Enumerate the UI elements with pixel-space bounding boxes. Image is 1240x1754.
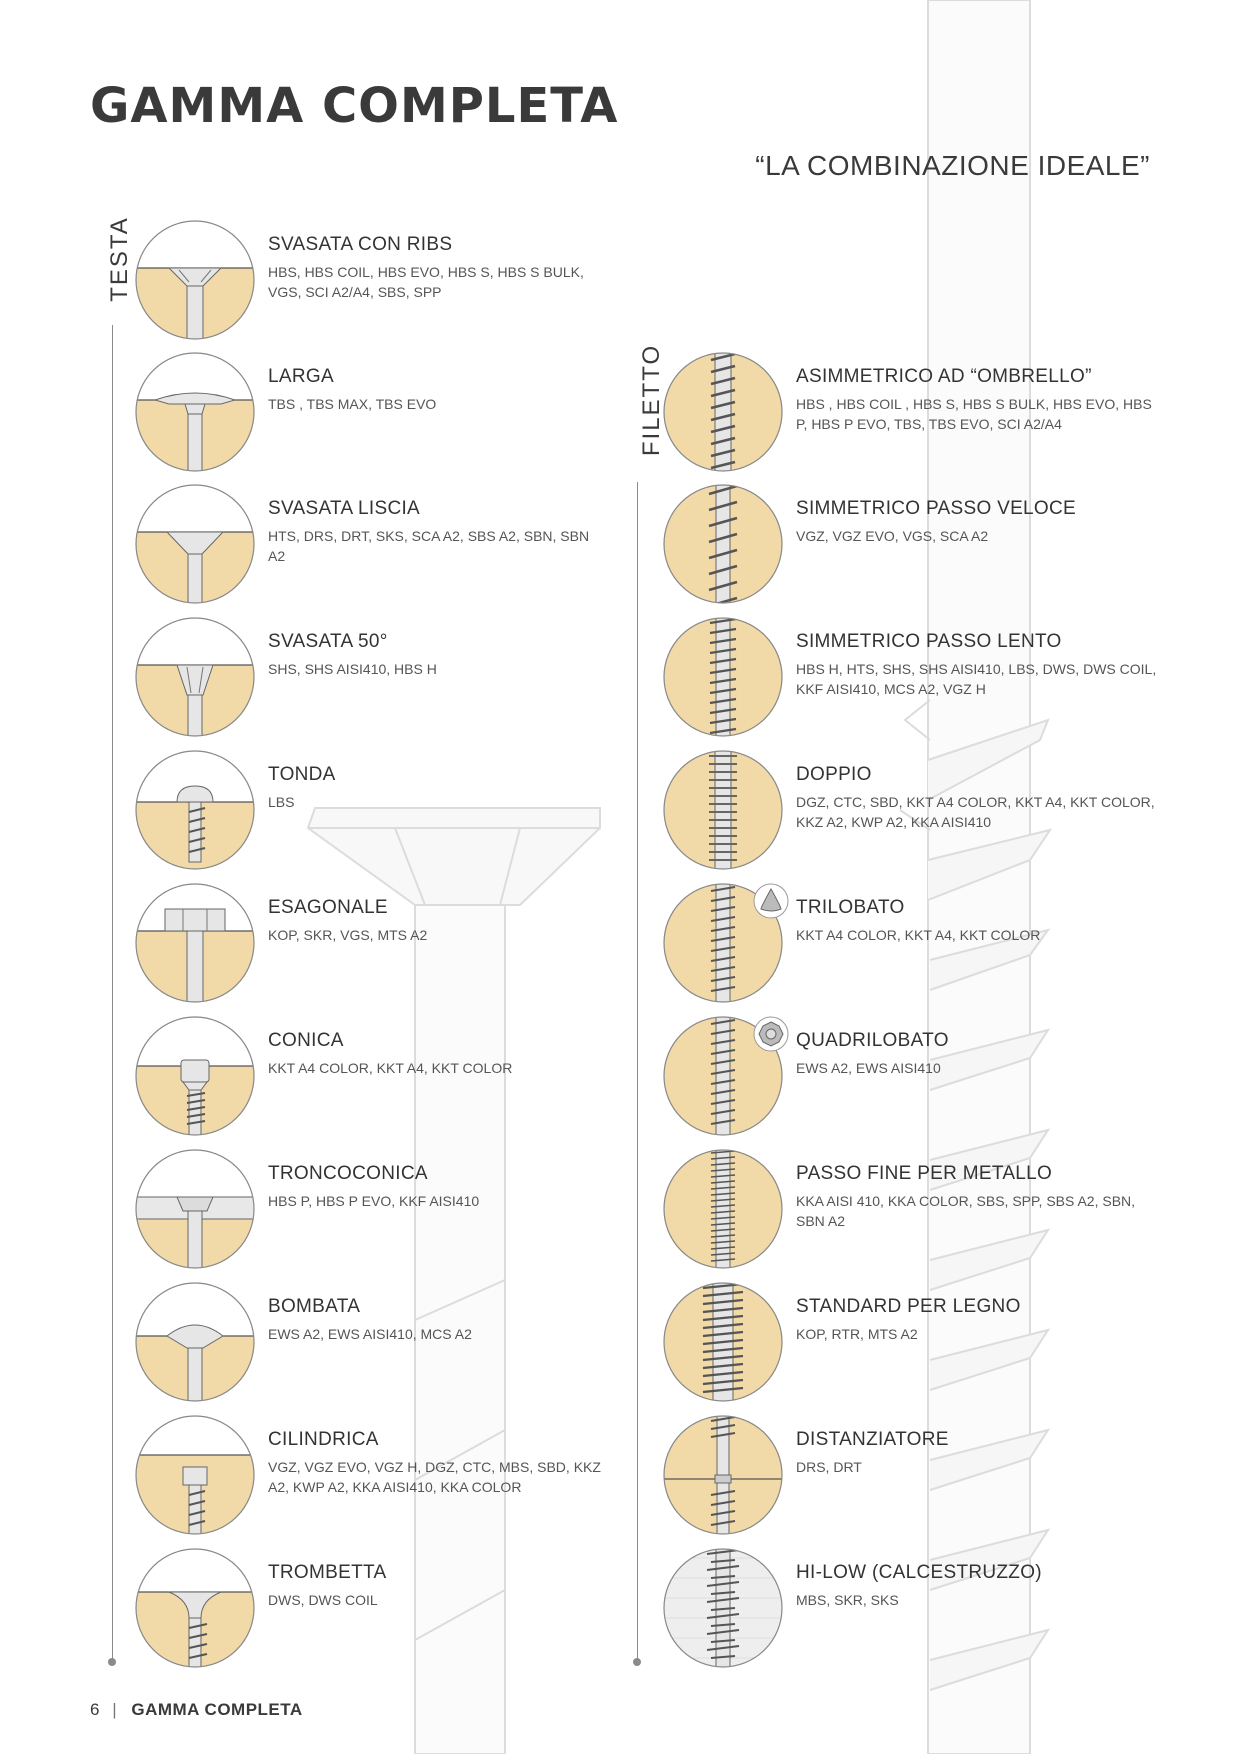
item-name: PASSO FINE PER METALLO (796, 1163, 1053, 1184)
trilobular-section-icon (753, 883, 789, 919)
spacer-thread-icon (663, 1415, 783, 1535)
filetto-guide-dot (633, 1658, 641, 1666)
item-codes: HBS P, HBS P EVO, KKF AISI410 (268, 1193, 480, 1209)
item-name: DOPPIO (796, 764, 872, 785)
item-codes: TBS , TBS MAX, TBS EVO (268, 396, 437, 412)
item-codes: KOP, SKR, VGS, MTS A2 (268, 927, 428, 943)
fine-metal-thread-icon (663, 1149, 783, 1269)
item-codes: DWS, DWS COIL (268, 1592, 378, 1608)
page-subtitle: “LA COMBINAZIONE IDEALE” (755, 150, 1150, 181)
page-title: GAMMA COMPLETA (90, 78, 619, 134)
item-codes: EWS A2, EWS AISI410, MCS A2 (268, 1326, 472, 1342)
page-footer: 6 | GAMMA COMPLETA (90, 1700, 303, 1720)
item-name: STANDARD PER LEGNO (796, 1296, 1021, 1317)
item-name: SIMMETRICO PASSO VELOCE (796, 498, 1076, 519)
conical-head-icon (135, 1016, 255, 1136)
item-codes: HTS, DRS, DRT, SKS, SCA A2, SBS A2, SBN,… (268, 528, 590, 564)
page-number: 6 (90, 1700, 100, 1719)
domed-head-icon (135, 1282, 255, 1402)
item-name: CILINDRICA (268, 1429, 379, 1450)
item-name: ESAGONALE (268, 897, 388, 918)
testa-section-label: TESTA (105, 216, 133, 302)
item-codes: HBS, HBS COIL, HBS EVO, HBS S, HBS S BUL… (268, 264, 584, 300)
item-name: QUADRILOBATO (796, 1030, 949, 1051)
countersunk-ribs-head-icon (135, 220, 255, 340)
item-codes: KOP, RTR, MTS A2 (796, 1326, 918, 1342)
double-thread-icon (663, 750, 783, 870)
item-name: HI-LOW (CALCESTRUZZO) (796, 1562, 1042, 1583)
testa-guide-line (112, 325, 113, 1660)
item-codes: DRS, DRT (796, 1459, 862, 1475)
item-codes: KKA AISI 410, KKA COLOR, SBS, SPP, SBS A… (796, 1193, 1136, 1229)
item-codes: HBS , HBS COIL , HBS S, HBS S BULK, HBS … (796, 396, 1152, 432)
item-codes: KKT A4 COLOR, KKT A4, KKT COLOR (796, 927, 1041, 943)
testa-guide-dot (108, 1658, 116, 1666)
symmetric-fast-thread-icon (663, 484, 783, 604)
item-codes: VGZ, VGZ EVO, VGZ H, DGZ, CTC, MBS, SBD,… (268, 1459, 601, 1495)
item-name: SVASATA LISCIA (268, 498, 421, 519)
item-codes: SHS, SHS AISI410, HBS H (268, 661, 437, 677)
countersunk-smooth-head-icon (135, 484, 255, 604)
item-name: TRILOBATO (796, 897, 905, 918)
item-codes: EWS A2, EWS AISI410 (796, 1060, 941, 1076)
hi-low-concrete-thread-icon (663, 1548, 783, 1668)
truncated-cone-head-icon (135, 1149, 255, 1269)
item-codes: MBS, SKR, SKS (796, 1592, 899, 1608)
asymmetric-umbrella-thread-icon (663, 352, 783, 472)
hexagonal-head-icon (135, 883, 255, 1003)
symmetric-slow-thread-icon (663, 617, 783, 737)
item-codes: LBS (268, 794, 295, 810)
item-codes: VGZ, VGZ EVO, VGS, SCA A2 (796, 528, 989, 544)
filetto-guide-line (637, 482, 638, 1660)
item-name: SIMMETRICO PASSO LENTO (796, 631, 1062, 652)
wide-head-icon (135, 352, 255, 472)
item-codes: DGZ, CTC, SBD, KKT A4 COLOR, KKT A4, KKT… (796, 794, 1155, 830)
standard-wood-thread-icon (663, 1282, 783, 1402)
countersunk-50-head-icon (135, 617, 255, 737)
item-name: TROMBETTA (268, 1562, 387, 1583)
item-name: SVASATA 50° (268, 631, 388, 652)
round-head-icon (135, 750, 255, 870)
footer-label: GAMMA COMPLETA (131, 1700, 303, 1719)
quadrilobular-section-icon (753, 1016, 789, 1052)
filetto-section-label: FILETTO (638, 343, 666, 457)
item-name: SVASATA CON RIBS (268, 234, 453, 255)
cylindrical-head-icon (135, 1415, 255, 1535)
item-name: DISTANZIATORE (796, 1429, 949, 1450)
item-codes: HBS H, HTS, SHS, SHS AISI410, LBS, DWS, … (796, 661, 1157, 697)
footer-separator: | (112, 1700, 117, 1719)
item-name: LARGA (268, 366, 334, 387)
item-name: TONDA (268, 764, 336, 785)
item-name: CONICA (268, 1030, 344, 1051)
item-name: ASIMMETRICO AD “OMBRELLO” (796, 366, 1092, 387)
item-name: BOMBATA (268, 1296, 361, 1317)
trumpet-head-icon (135, 1548, 255, 1668)
item-name: TRONCOCONICA (268, 1163, 428, 1184)
item-codes: KKT A4 COLOR, KKT A4, KKT COLOR (268, 1060, 513, 1076)
